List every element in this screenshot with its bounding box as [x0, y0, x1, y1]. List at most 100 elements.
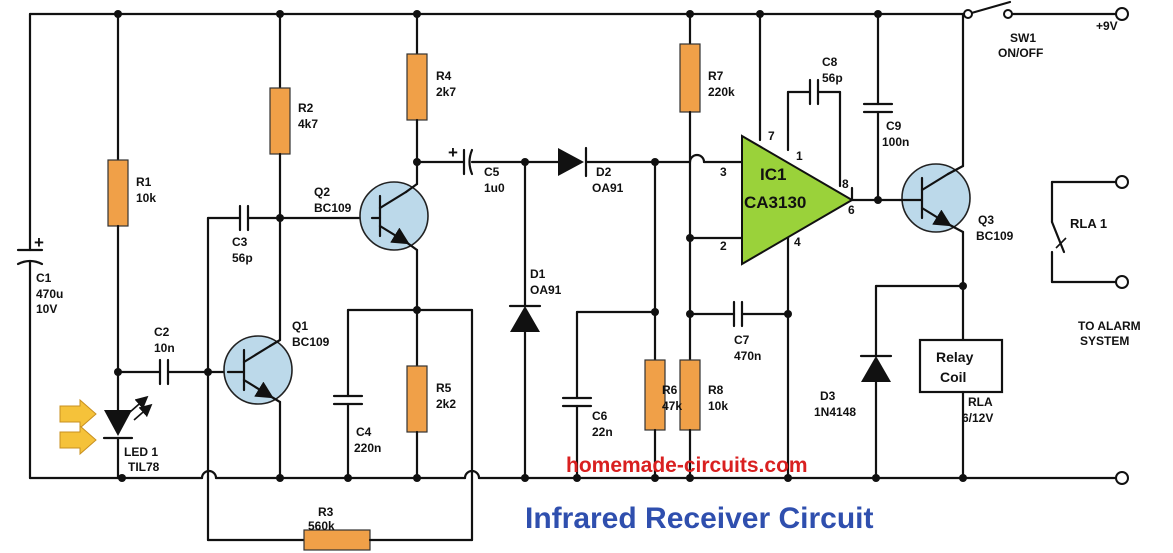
- relay-contact-rla1: [1050, 175, 1129, 289]
- transistor-q3: [898, 12, 971, 342]
- svg-text:C9: C9: [886, 119, 902, 133]
- svg-text:C7: C7: [734, 333, 750, 347]
- svg-text:4: 4: [794, 235, 801, 249]
- svg-text:10V: 10V: [36, 302, 57, 316]
- relay-coil: [918, 338, 1004, 480]
- svg-text:C5: C5: [484, 165, 500, 179]
- svg-text:1N4148: 1N4148: [814, 405, 856, 419]
- resistor-r6: [644, 359, 666, 480]
- capacitor-c9: [862, 12, 894, 202]
- svg-text:3: 3: [720, 165, 727, 179]
- svg-text:BC109: BC109: [314, 201, 352, 215]
- svg-text:CA3130: CA3130: [744, 193, 806, 212]
- svg-text:7: 7: [768, 129, 775, 143]
- svg-text:C4: C4: [356, 425, 372, 439]
- capacitor-c1: +: [16, 12, 44, 480]
- svg-text:2: 2: [720, 239, 727, 253]
- website-label: homemade-circuits.com: [566, 454, 808, 477]
- svg-text:C3: C3: [232, 235, 248, 249]
- svg-text:D2: D2: [596, 165, 612, 179]
- resistor-r1: [107, 12, 129, 412]
- transistor-q1: [223, 335, 293, 405]
- svg-text:Q3: Q3: [978, 213, 994, 227]
- svg-text:47k: 47k: [662, 399, 682, 413]
- svg-text:R4: R4: [436, 69, 452, 83]
- svg-text:100n: 100n: [882, 135, 909, 149]
- diode-d3: [859, 284, 965, 480]
- svg-text:+9V: +9V: [1096, 19, 1118, 33]
- svg-text:RLA: RLA: [968, 395, 993, 409]
- svg-text:D1: D1: [530, 267, 546, 281]
- capacitor-c5: +: [415, 143, 560, 176]
- svg-text:SYSTEM: SYSTEM: [1080, 334, 1129, 348]
- svg-text:Relay: Relay: [936, 349, 974, 365]
- svg-text:R2: R2: [298, 101, 314, 115]
- svg-text:10n: 10n: [154, 341, 175, 355]
- capacitor-c7: [688, 300, 790, 328]
- capacitor-c6: [561, 160, 657, 480]
- svg-text:220n: 220n: [354, 441, 381, 455]
- ir-arrow-icon: [59, 398, 97, 430]
- svg-text:4k7: 4k7: [298, 117, 318, 131]
- svg-text:1u0: 1u0: [484, 181, 505, 195]
- svg-text:Q2: Q2: [314, 185, 330, 199]
- svg-text:OA91: OA91: [530, 283, 562, 297]
- svg-text:2k2: 2k2: [436, 397, 456, 411]
- resistor-r5: [406, 248, 428, 480]
- svg-text:560k: 560k: [308, 519, 335, 533]
- resistor-r4: [406, 12, 428, 186]
- diode-d2: [558, 146, 744, 178]
- capacitor-c8: [786, 78, 842, 188]
- svg-text:ON/OFF: ON/OFF: [998, 46, 1043, 60]
- svg-text:470u: 470u: [36, 287, 63, 301]
- svg-text:IC1: IC1: [760, 165, 786, 184]
- capacitor-c3: [206, 204, 282, 480]
- svg-text:R1: R1: [136, 175, 152, 189]
- svg-text:R5: R5: [436, 381, 452, 395]
- svg-text:TO ALARM: TO ALARM: [1078, 319, 1141, 333]
- svg-text:+: +: [34, 233, 44, 252]
- svg-text:BC109: BC109: [976, 229, 1014, 243]
- svg-text:LED 1: LED 1: [124, 445, 158, 459]
- transistor-q2: [278, 181, 429, 252]
- svg-text:C8: C8: [822, 55, 838, 69]
- capacitor-c4: [332, 308, 364, 480]
- diagram-title: Infrared Receiver Circuit: [525, 502, 873, 535]
- svg-text:1: 1: [796, 149, 803, 163]
- svg-text:470n: 470n: [734, 349, 761, 363]
- svg-text:RLA 1: RLA 1: [1070, 216, 1107, 231]
- svg-text:BC109: BC109: [292, 335, 330, 349]
- svg-text:22n: 22n: [592, 425, 613, 439]
- svg-text:2k7: 2k7: [436, 85, 456, 99]
- svg-text:6: 6: [848, 203, 855, 217]
- diode-d1: [508, 160, 542, 480]
- svg-text:OA91: OA91: [592, 181, 624, 195]
- svg-text:+: +: [448, 143, 458, 162]
- svg-text:220k: 220k: [708, 85, 735, 99]
- resistor-r7: [679, 12, 701, 362]
- svg-text:Coil: Coil: [940, 369, 966, 385]
- resistor-r2: [269, 12, 291, 342]
- svg-text:Q1: Q1: [292, 319, 308, 333]
- svg-text:6/12V: 6/12V: [962, 411, 993, 425]
- svg-text:C6: C6: [592, 409, 608, 423]
- svg-text:8: 8: [842, 177, 849, 191]
- resistor-r3: [206, 308, 474, 551]
- svg-text:R8: R8: [708, 383, 724, 397]
- svg-text:56p: 56p: [232, 251, 253, 265]
- svg-text:56p: 56p: [822, 71, 843, 85]
- svg-text:R3: R3: [318, 505, 334, 519]
- resistor-r8: [679, 359, 701, 480]
- labels: +9V SW1 ON/OFF C1 470u 10V R1 10k R2 4k7…: [36, 19, 1141, 533]
- led-led1: [59, 395, 153, 480]
- svg-text:TIL78: TIL78: [128, 460, 160, 474]
- svg-text:SW1: SW1: [1010, 31, 1036, 45]
- capacitor-c2: [116, 358, 230, 386]
- svg-text:D3: D3: [820, 389, 836, 403]
- svg-text:10k: 10k: [136, 191, 156, 205]
- svg-text:R7: R7: [708, 69, 724, 83]
- svg-text:C2: C2: [154, 325, 170, 339]
- svg-text:R6: R6: [662, 383, 678, 397]
